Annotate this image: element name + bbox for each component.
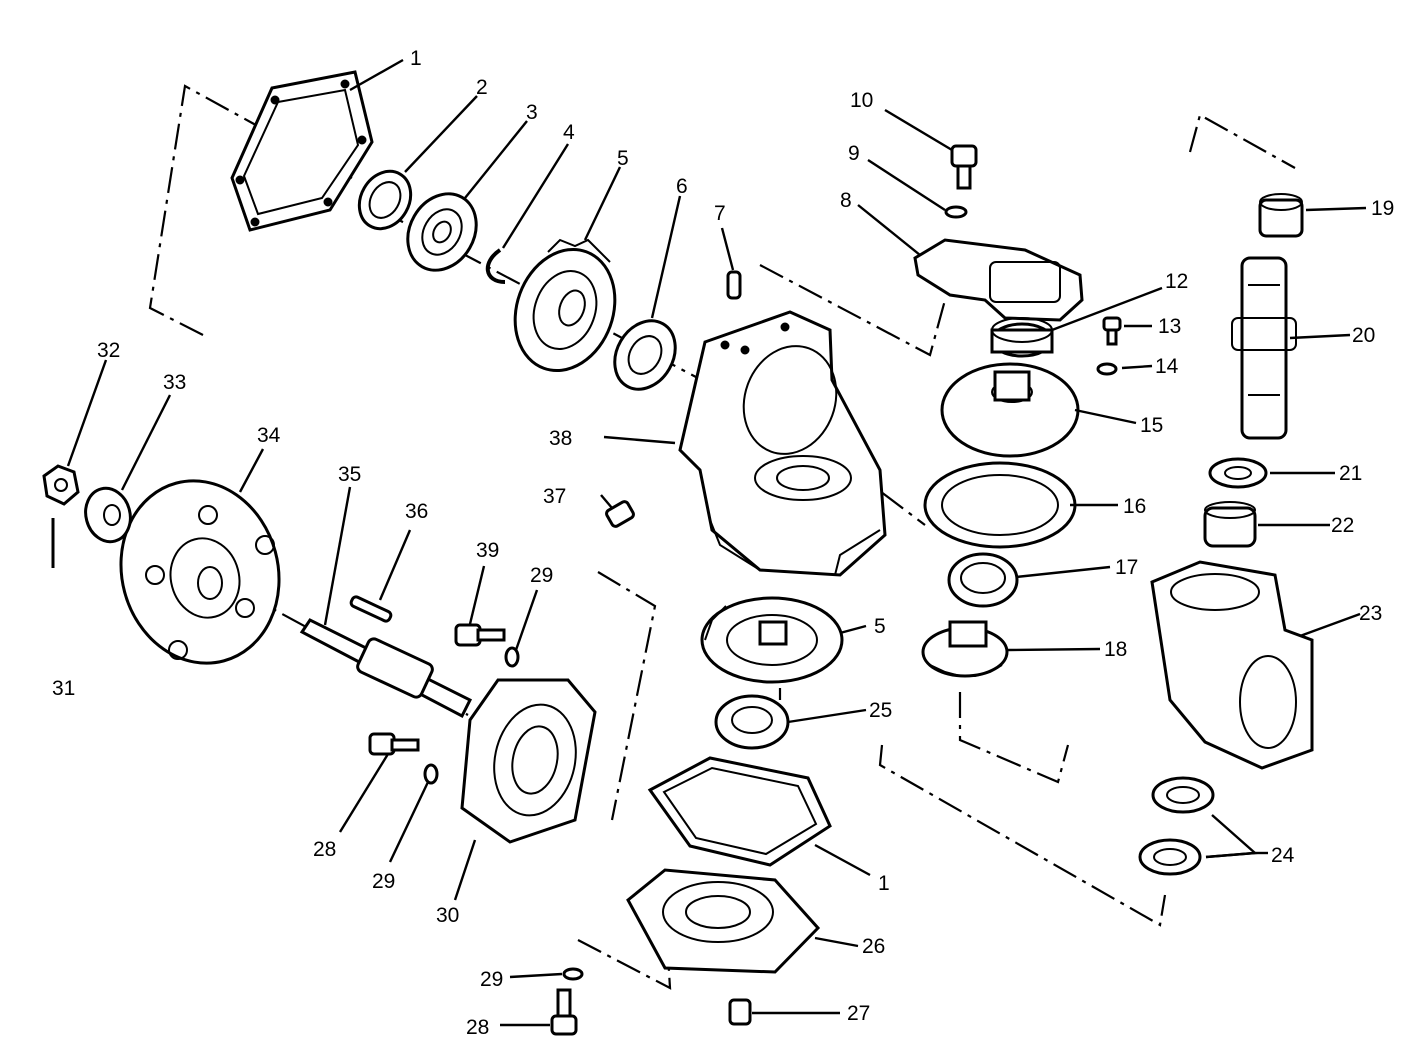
callout-2: 2 [476, 76, 488, 99]
callout-19: 19 [1371, 197, 1394, 220]
callout-37: 37 [543, 485, 566, 508]
callout-35: 35 [338, 463, 361, 486]
callout-14: 14 [1155, 355, 1179, 378]
callout-18: 18 [1104, 638, 1127, 661]
callout-7: 7 [714, 202, 726, 225]
callout-24: 24 [1271, 844, 1295, 867]
callout-6: 6 [676, 175, 688, 198]
callout-5-lower: 5 [874, 615, 886, 638]
part-29-washer-lower [562, 967, 584, 981]
part-3-bearing [406, 192, 478, 272]
part-24-bearing-upper [1151, 776, 1215, 814]
part-19-bushing [1258, 193, 1304, 238]
callout-36: 36 [405, 500, 428, 523]
part-10-bolt [950, 144, 978, 190]
callout-17: 17 [1115, 556, 1138, 579]
part-36-key [349, 595, 393, 623]
callout-1-upper: 1 [410, 47, 422, 70]
callout-27: 27 [847, 1002, 870, 1025]
part-25-bearing [714, 694, 790, 750]
part-26-cover [626, 868, 821, 974]
part-1-gasket-lower [647, 756, 832, 867]
part-20-shaft [1231, 256, 1297, 440]
callout-1-lower: 1 [878, 872, 890, 895]
part-37-plug [605, 500, 635, 528]
part-35-shaft [299, 618, 473, 719]
callout-29-middle: 29 [372, 870, 395, 893]
part-4-snap-ring [485, 248, 506, 284]
part-5-bevel-gear-lower [700, 596, 844, 684]
part-39-bolt [454, 623, 506, 647]
part-9-washer [944, 205, 968, 219]
callout-15: 15 [1140, 414, 1163, 437]
callout-4: 4 [563, 121, 575, 144]
callout-33: 33 [163, 371, 186, 394]
part-14-washer [1096, 362, 1118, 376]
callout-9: 9 [848, 142, 860, 165]
part-18-pinion-gear [921, 620, 1009, 678]
part-30-bearing-housing [460, 678, 597, 844]
callout-20: 20 [1352, 324, 1375, 347]
callout-13: 13 [1158, 315, 1181, 338]
part-15-flange [940, 362, 1080, 458]
callout-38: 38 [549, 427, 572, 450]
callout-28-middle: 28 [313, 838, 336, 861]
callout-30: 30 [436, 904, 459, 927]
callout-28-lower: 28 [466, 1016, 489, 1039]
part-38-gearbox-housing [678, 310, 887, 577]
part-6-bearing [613, 319, 677, 391]
part-16-gasket-ring [923, 461, 1077, 549]
part-21-seal [1208, 457, 1268, 489]
part-23-housing [1150, 560, 1314, 770]
part-27-plug [728, 998, 752, 1026]
part-28-bolt-middle [368, 732, 420, 756]
callout-5-upper: 5 [617, 147, 629, 170]
part-33-washer [84, 486, 132, 544]
callout-29-lower: 29 [480, 968, 503, 991]
callout-29-upper: 29 [530, 564, 553, 587]
callout-21: 21 [1339, 462, 1362, 485]
part-29-washer-middle [423, 763, 439, 785]
leader-lines [66, 58, 1367, 1027]
part-24-bearing-lower [1138, 838, 1202, 876]
part-17-bearing [947, 552, 1019, 608]
callout-23: 23 [1359, 602, 1382, 625]
callout-26: 26 [862, 935, 885, 958]
part-8-cover [913, 238, 1084, 322]
part-28-bolt-lower [550, 988, 578, 1036]
part-5-bevel-gear-upper [513, 238, 617, 373]
callout-12: 12 [1165, 270, 1188, 293]
part-12-bearing [990, 317, 1054, 358]
callout-22: 22 [1331, 514, 1354, 537]
part-32-nut [42, 464, 80, 506]
part-7-dowel-pin [726, 270, 742, 300]
part-2-seal [357, 169, 413, 231]
callout-8: 8 [840, 189, 852, 212]
part-1-gasket-upper [230, 70, 374, 232]
part-22-needle-bearing [1203, 501, 1257, 548]
callout-10: 10 [850, 89, 873, 112]
callout-32: 32 [97, 339, 120, 362]
callout-25: 25 [869, 699, 892, 722]
callout-labels: 1 2 3 4 5 6 7 8 9 10 12 13 14 15 16 17 1… [52, 47, 1394, 1039]
part-34-hub [119, 479, 281, 665]
callout-16: 16 [1123, 495, 1146, 518]
callout-34: 34 [257, 424, 281, 447]
callout-31: 31 [52, 677, 75, 700]
part-29-washer-upper [504, 646, 520, 668]
part-13-screw [1102, 316, 1122, 346]
callout-39: 39 [476, 539, 499, 562]
callout-3: 3 [526, 101, 538, 124]
